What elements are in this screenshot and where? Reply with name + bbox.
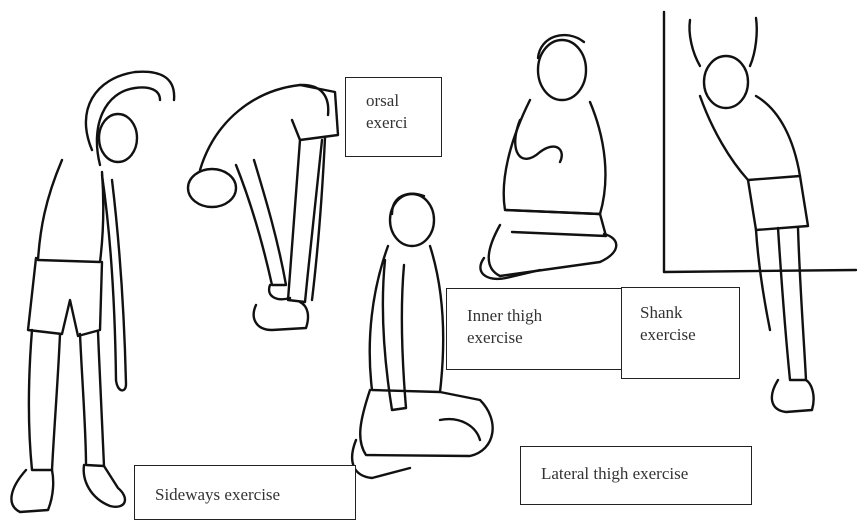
head-side-bend bbox=[99, 114, 137, 162]
arm-kneeling bbox=[383, 260, 406, 410]
figure-forward-bend bbox=[188, 85, 338, 330]
figure-seated bbox=[480, 35, 616, 279]
shorts-forward-bend bbox=[292, 85, 338, 140]
leg-left-side-bend bbox=[29, 330, 60, 470]
hands-wall-push bbox=[689, 18, 756, 66]
knee-kneeling bbox=[440, 419, 480, 440]
label-sideways-exercise: Sideways exercise bbox=[134, 465, 356, 520]
head-wall-push bbox=[704, 56, 748, 108]
torso-wall-push bbox=[700, 96, 800, 180]
leg-right-side-bend bbox=[80, 332, 104, 466]
shoe-left-side-bend bbox=[11, 470, 53, 512]
shorts-wall-push bbox=[748, 176, 808, 230]
raised-arm-inner-side-bend bbox=[97, 88, 160, 166]
torso-side-bend bbox=[38, 160, 103, 262]
shoe-right-side-bend bbox=[84, 465, 125, 507]
torso-kneeling bbox=[370, 246, 443, 392]
hair-kneeling bbox=[392, 194, 424, 214]
legs-kneeling bbox=[360, 390, 492, 456]
shoe-wall-push bbox=[772, 380, 814, 412]
head-seated bbox=[538, 40, 586, 100]
leg-front-wall-push bbox=[756, 230, 770, 330]
shoe-forward-bend bbox=[254, 302, 308, 330]
leg-back-wall-push bbox=[778, 228, 806, 380]
label-lateral-thigh-exercise: Lateral thigh exercise bbox=[520, 446, 752, 505]
figure-side-bend bbox=[11, 72, 174, 512]
leg-back-forward-bend bbox=[288, 140, 322, 302]
head-forward-bend bbox=[188, 169, 236, 207]
label-shank-exercise: Shank exercise bbox=[621, 287, 740, 379]
hand-forward-bend bbox=[269, 285, 290, 299]
shorts-seated bbox=[506, 210, 606, 236]
back-forward-bend bbox=[200, 85, 328, 170]
label-dorsal-exercise: orsal exerci bbox=[345, 77, 442, 157]
hanging-arm-side-bend bbox=[102, 175, 126, 390]
shorts-side-bend bbox=[28, 258, 102, 336]
arm-forward-bend bbox=[236, 160, 286, 285]
label-inner-thigh-exercise: Inner thigh exercise bbox=[446, 288, 622, 370]
arms-seated bbox=[515, 120, 562, 162]
